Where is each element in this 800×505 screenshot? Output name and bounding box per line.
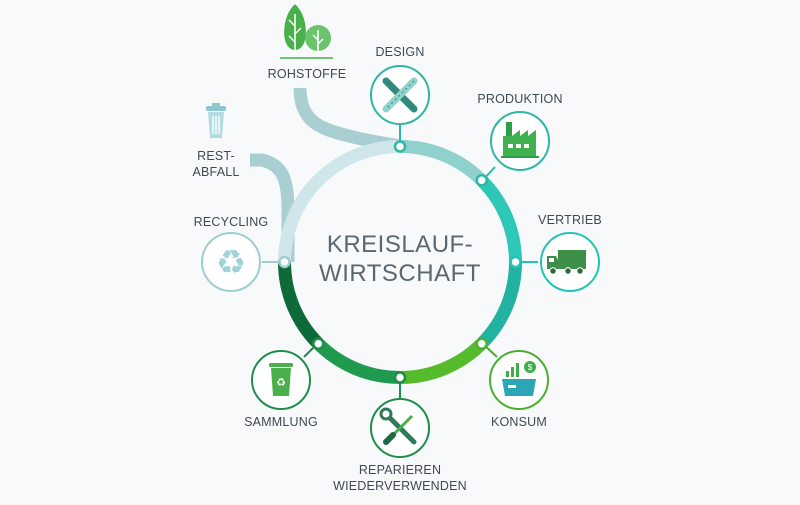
restabfall-label-line2: ABFALL (192, 165, 239, 179)
ring-dots (278, 140, 522, 384)
rohstoffe-input: ROHSTOFFE (268, 4, 347, 81)
node-vertrieb: VERTRIEB (538, 213, 602, 292)
pencil-ruler-icon (382, 77, 418, 113)
dot-konsum (475, 337, 488, 350)
ring-segment-reparieren-sammlung (313, 339, 401, 385)
dot-reparieren (393, 371, 407, 384)
shopping-box-icon: $ (502, 361, 536, 396)
reparieren-label-line2: WIEDERVERWENDEN (333, 479, 467, 493)
dot-sammlung (312, 337, 325, 350)
ring-segment-produktion-vertrieb (477, 175, 523, 263)
cycle-ring (277, 139, 523, 385)
node-sammlung: ♻ SAMMLUNG (244, 350, 318, 429)
node-recycling: RECYCLING ♻ (194, 215, 269, 292)
produktion-label: PRODUKTION (477, 92, 562, 106)
ring-segment-konsum-reparieren (399, 339, 487, 385)
trash-can-icon (206, 103, 226, 138)
restabfall-label-line1: REST- (197, 149, 235, 163)
truck-icon (547, 250, 586, 275)
svg-text:$: $ (528, 363, 533, 372)
node-reparieren: REPARIEREN WIEDERVERWENDEN (333, 398, 467, 493)
dot-produktion (475, 174, 488, 187)
svg-text:♻: ♻ (276, 377, 286, 389)
restabfall-input: REST- ABFALL (192, 103, 239, 179)
restabfall-flow (250, 153, 295, 262)
diagram-title-line2: WIRTSCHAFT (319, 260, 481, 287)
ring-segment-sammlung-recycling (277, 261, 323, 349)
recycle-icon: ♻ (216, 244, 246, 282)
dot-vertrieb (509, 255, 522, 269)
recycling-circle (201, 232, 261, 292)
trees-icon (280, 4, 333, 59)
ring-segment-vertrieb-konsum (477, 261, 523, 349)
node-konsum: $ KONSUM (489, 350, 549, 429)
ring-segment-recycling-design (278, 140, 401, 263)
dot-recycling (278, 255, 291, 269)
sammlung-label: SAMMLUNG (244, 415, 318, 429)
node-design: DESIGN (370, 45, 430, 125)
recycling-bin-icon: ♻ (269, 363, 293, 396)
wrench-screwdriver-icon (379, 407, 417, 445)
node-produktion: PRODUKTION (477, 92, 562, 171)
ring-segment-design-produktion (399, 139, 487, 185)
konsum-label: KONSUM (491, 415, 547, 429)
factory-icon (501, 122, 539, 158)
design-label: DESIGN (375, 45, 424, 59)
diagram-title-line1: KREISLAUF- (327, 231, 473, 258)
vertrieb-label: VERTRIEB (538, 213, 602, 227)
recycling-label: RECYCLING (194, 215, 269, 229)
rohstoffe-label: ROHSTOFFE (268, 67, 347, 81)
dot-design (393, 140, 407, 153)
reparieren-label-line1: REPARIEREN (359, 463, 441, 477)
